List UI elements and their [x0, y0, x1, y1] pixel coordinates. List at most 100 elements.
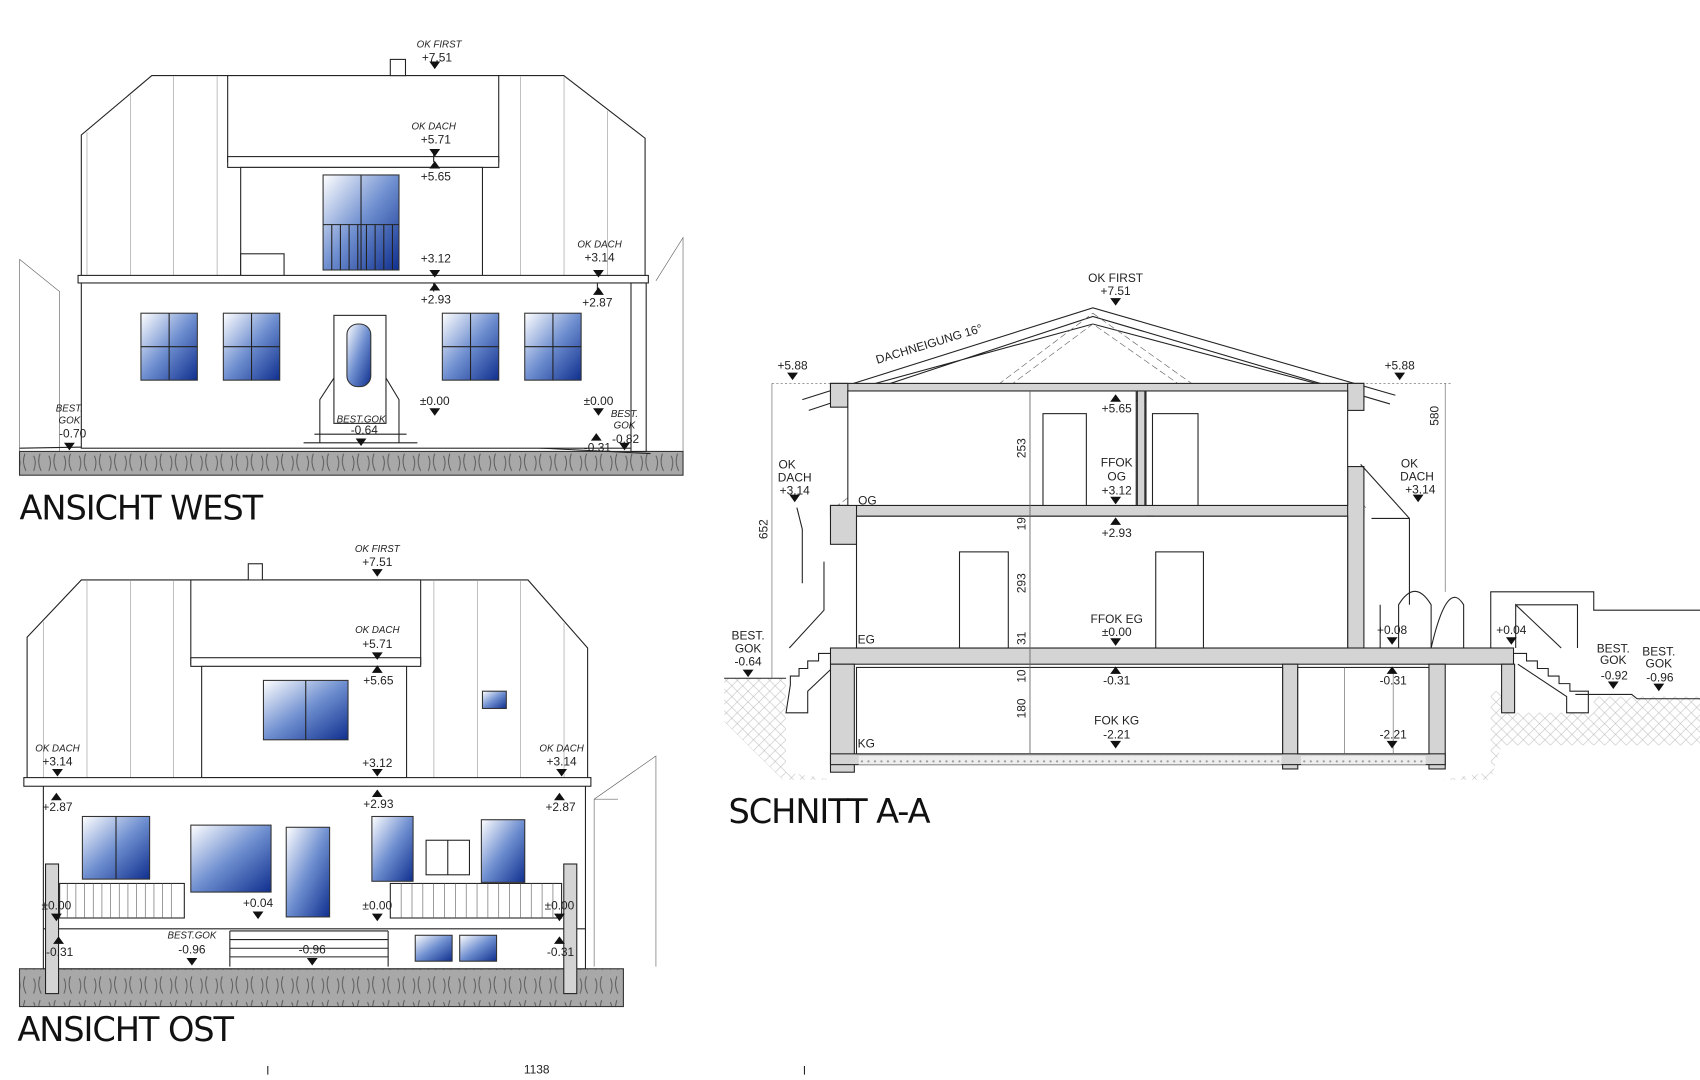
level-value: ±0.00	[584, 394, 614, 408]
ground-hatch	[18, 450, 684, 476]
level-value: +5.88	[1385, 358, 1416, 372]
level-value: +2.87	[42, 800, 73, 814]
level-label: OK	[779, 458, 796, 472]
level-value: -0.31	[547, 945, 575, 959]
level-value: -0.31	[584, 440, 612, 454]
right-wall	[1347, 466, 1365, 660]
level-label: GOK	[1646, 656, 1673, 670]
dimension: 180	[1015, 698, 1029, 718]
ground-line	[724, 677, 1700, 700]
eg-floor-slab	[829, 647, 1515, 665]
level-label: OK	[1401, 457, 1418, 471]
level-value: -2.21	[1103, 728, 1131, 742]
level-value: +3.14	[42, 755, 73, 769]
level-label: BEST.GOK	[337, 414, 386, 425]
level-value: -0.96	[178, 943, 206, 957]
level-value: ±0.00	[362, 898, 392, 912]
kg-wall-mid	[1282, 663, 1299, 770]
level-label: BEST.	[1642, 645, 1675, 659]
level-value: +0.08	[1377, 623, 1408, 637]
level-value: ±0.00	[545, 898, 575, 912]
level-label: OK DACH	[539, 744, 584, 755]
roof-window	[481, 690, 507, 710]
level-value: -0.92	[1601, 668, 1629, 682]
level-value: +2.93	[363, 797, 394, 811]
og-floor-slab	[829, 504, 1365, 517]
level-value: +3.12	[362, 756, 393, 770]
level-value: +0.04	[1496, 623, 1527, 637]
level-value: +5.65	[1102, 402, 1133, 416]
level-label: BEST.	[732, 628, 765, 642]
level-label: DACH	[778, 471, 812, 485]
floor-label-kg: KG	[858, 736, 875, 750]
eave	[77, 274, 649, 284]
dormer-roof	[227, 75, 500, 163]
level-label: OK DACH	[577, 239, 622, 250]
level-value: -0.96	[299, 943, 327, 957]
level-value: -2.21	[1380, 728, 1408, 742]
level-label: GOK	[614, 421, 636, 432]
level-label: OK DACH	[355, 625, 400, 636]
level-value: -0.82	[612, 432, 640, 446]
dimension: 580	[1428, 406, 1442, 426]
dimension: 19	[1015, 517, 1029, 531]
level-value: +7.51	[422, 51, 453, 65]
level-label: BEST.	[56, 403, 83, 414]
level-value: -0.96	[1646, 671, 1674, 685]
level-label: BEST.GOK	[167, 931, 216, 942]
scale-dimension: 1138	[524, 1063, 550, 1077]
level-label: FFOK	[1101, 456, 1133, 470]
dormer-roof	[190, 579, 422, 665]
floor-label-eg: EG	[858, 633, 875, 647]
level-markers	[742, 298, 1665, 749]
level-value: +3.14	[1405, 483, 1436, 497]
elevation-east: OK FIRST +7.51 OK DACH +5.71 +5.65 OK DA…	[17, 544, 657, 1049]
kg-wall-left	[829, 663, 855, 773]
level-value: ±0.00	[42, 898, 72, 912]
level-label: GOK	[735, 641, 762, 655]
level-value: -0.31	[1103, 674, 1131, 688]
level-value: +7.51	[1101, 284, 1132, 298]
level-value: -0.31	[1380, 674, 1408, 688]
level-value: -0.31	[46, 945, 74, 959]
railing-left	[59, 882, 185, 919]
neighbor-outline	[19, 236, 684, 452]
kg-wall-right	[1428, 663, 1446, 770]
level-value: +7.51	[362, 555, 393, 569]
level-value: ±0.00	[1102, 625, 1132, 639]
terrace-stairs	[43, 928, 586, 967]
level-label: OK FIRST	[417, 40, 463, 51]
title-ansicht-ost: ANSICHT OST	[17, 1010, 234, 1049]
level-value: +3.14	[584, 250, 615, 264]
level-label: BEST.	[1597, 641, 1630, 655]
title-ansicht-west: ANSICHT WEST	[20, 489, 264, 528]
level-markers	[63, 61, 630, 451]
level-markers	[50, 569, 568, 966]
level-value: +3.12	[421, 251, 452, 265]
level-label: OK FIRST	[355, 544, 401, 555]
ground-hatch	[18, 968, 624, 1008]
dimension: 652	[757, 519, 771, 539]
chimney	[389, 58, 407, 77]
dimension: 253	[1015, 438, 1029, 458]
railings-fences	[788, 561, 1700, 649]
dormer-eave	[227, 156, 500, 168]
dimension: 293	[1015, 573, 1029, 593]
windows-eg	[81, 815, 526, 962]
level-value: +2.93	[421, 293, 452, 307]
entrance-stairs	[303, 377, 418, 444]
railing-right	[389, 882, 563, 919]
scale-ticks	[267, 1065, 806, 1075]
level-label: OG	[1107, 470, 1126, 484]
floor-label-og: OG	[858, 493, 877, 507]
level-label: GOK	[59, 415, 81, 426]
level-value: +0.04	[243, 896, 274, 910]
level-value: +5.88	[777, 358, 808, 372]
stairs-left	[785, 652, 831, 714]
level-value: ±0.00	[420, 394, 450, 408]
windows-eg	[140, 312, 582, 381]
level-value: +5.65	[363, 674, 394, 688]
chimney	[247, 563, 263, 581]
level-value: +2.93	[1102, 526, 1133, 540]
